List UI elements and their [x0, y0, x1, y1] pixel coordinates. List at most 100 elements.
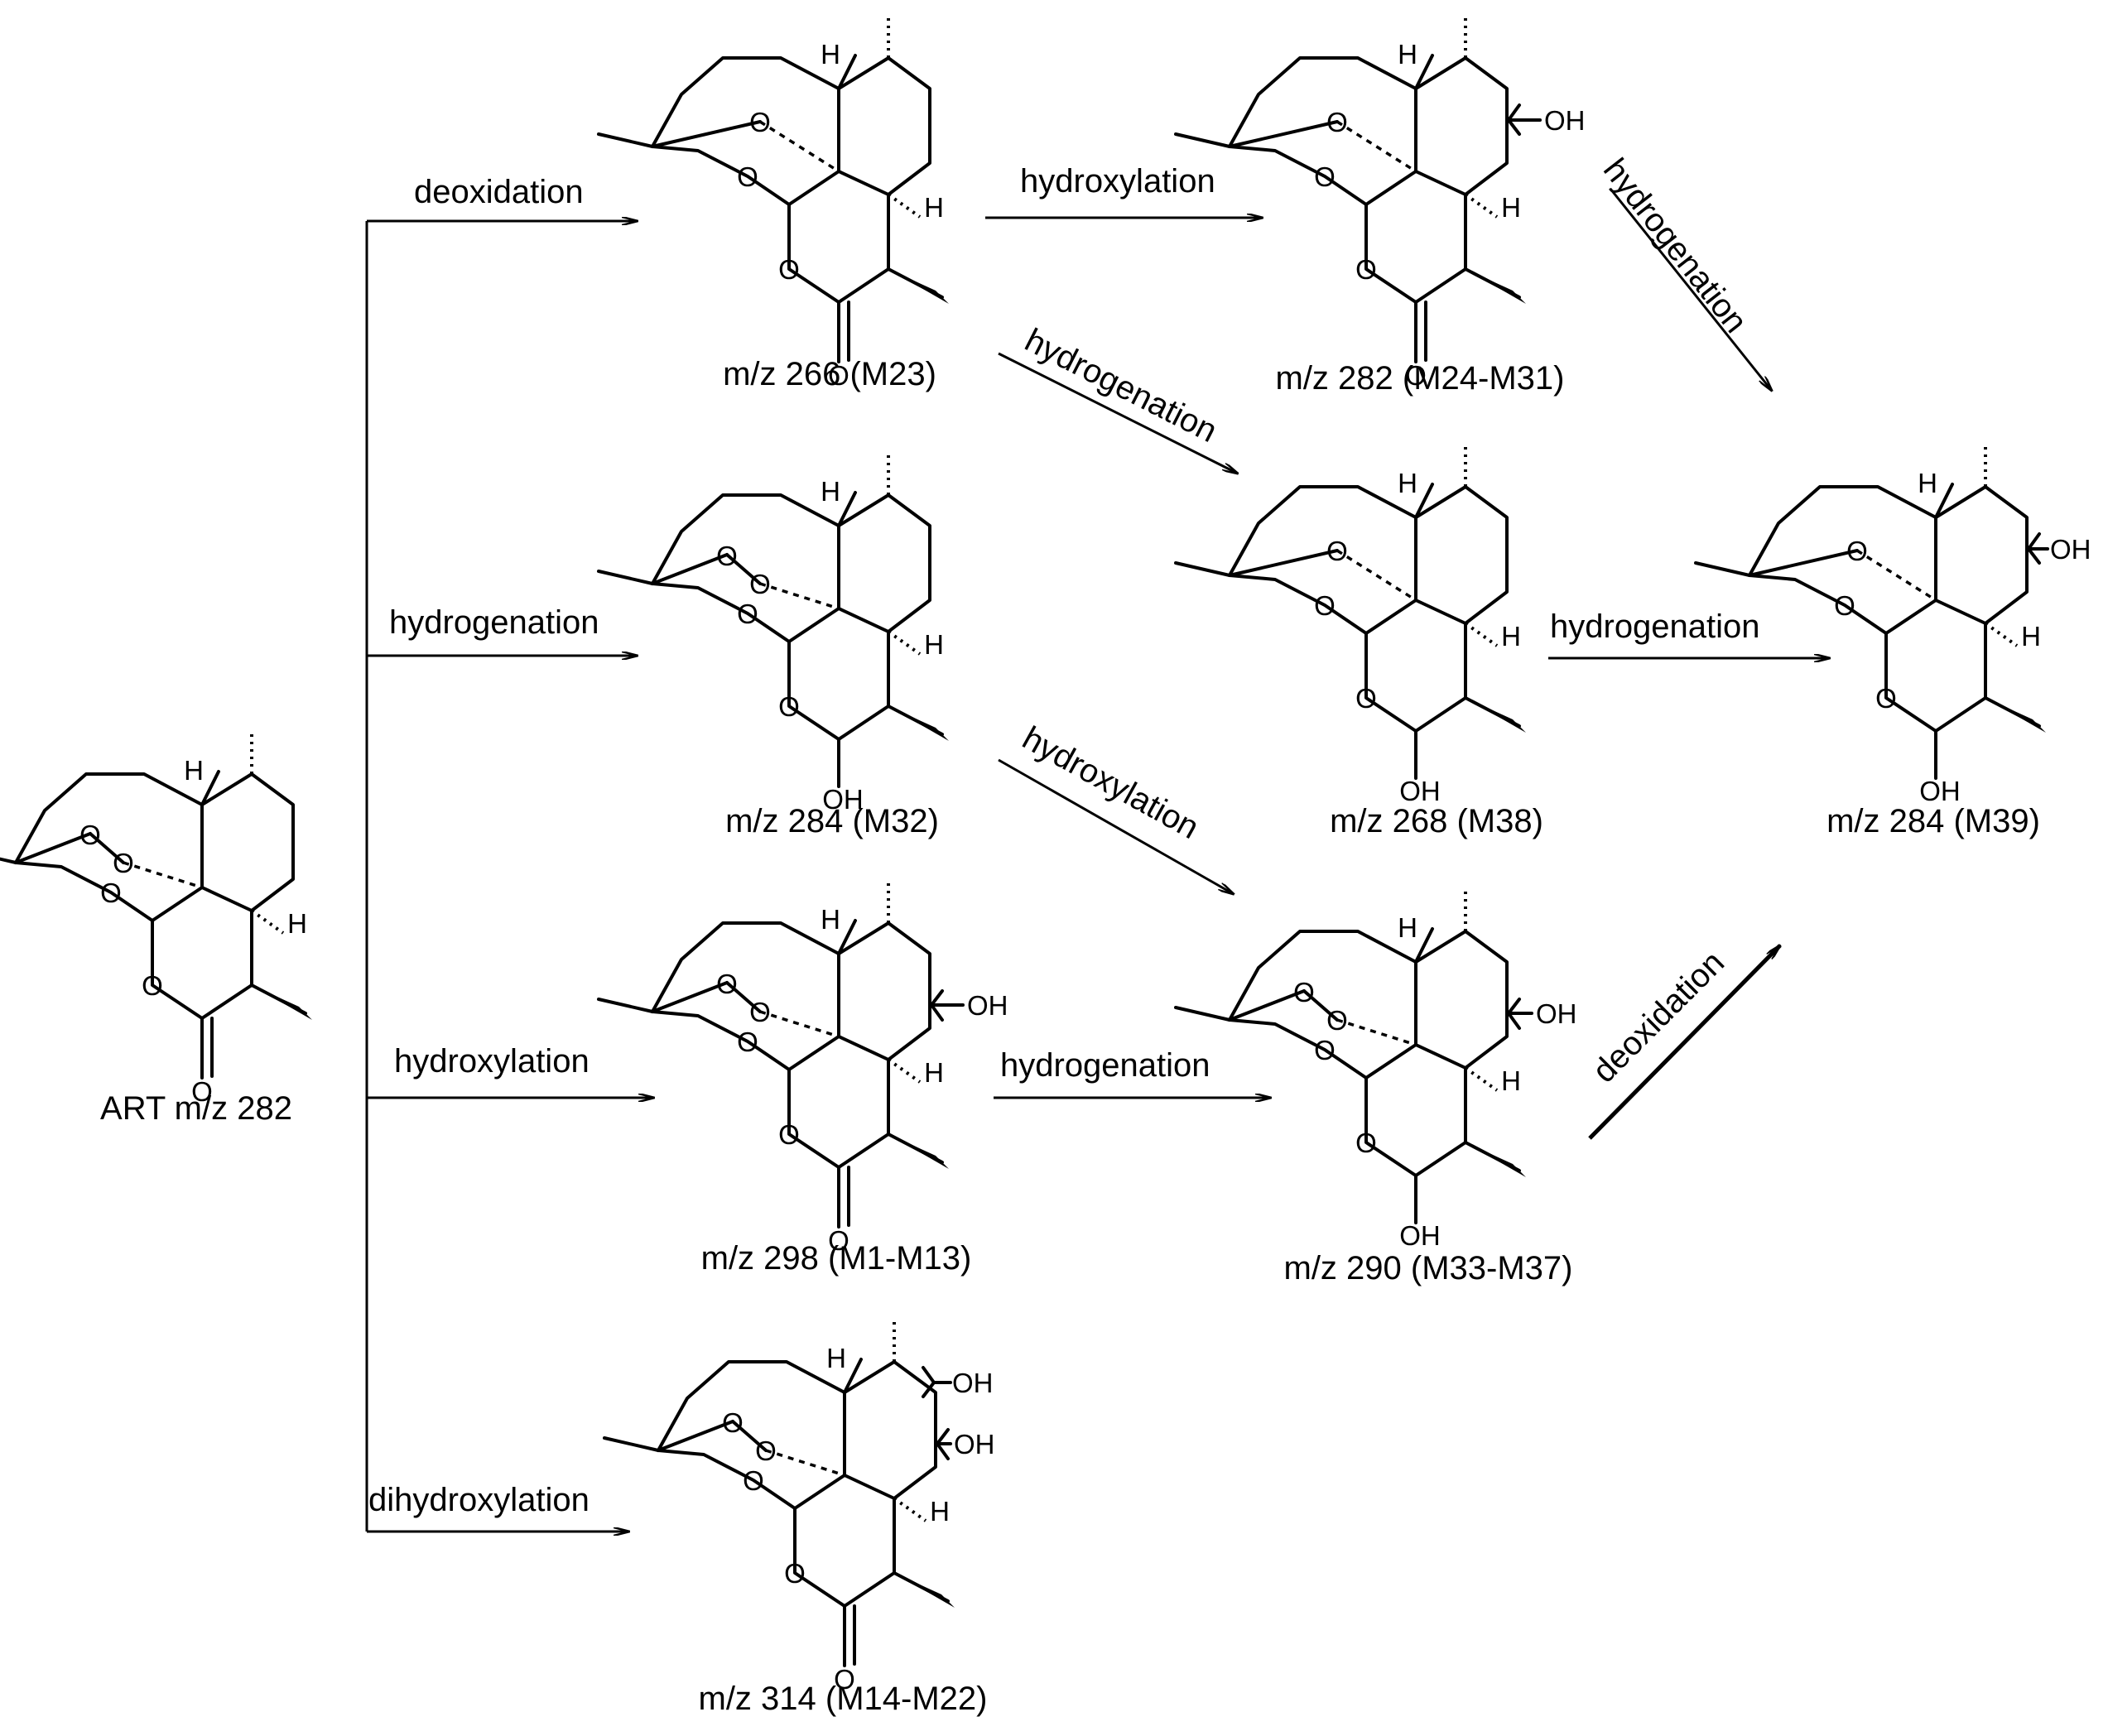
arrows	[365, 188, 1830, 1532]
arrow-m23-to-m38	[998, 352, 1238, 474]
compound-label-art: ART m/z 282	[100, 1090, 292, 1127]
atom-o: O	[142, 970, 163, 1001]
atom-o: O	[1326, 1005, 1348, 1036]
atom-o: O	[778, 691, 800, 722]
compound-label-m39: m/z 284 (M39)	[1826, 803, 2040, 839]
atom-h: H	[1398, 39, 1417, 70]
structure-m23: O O O O H H	[597, 17, 951, 391]
reaction-label: hydrogenation	[389, 604, 599, 641]
arrow-m24-to-m39	[1609, 188, 1772, 391]
atom-oh: OH	[952, 1368, 994, 1398]
atom-o: O	[722, 1407, 744, 1438]
atom-h: H	[821, 476, 840, 507]
atom-oh: OH	[1536, 998, 1577, 1029]
atom-h: H	[924, 1057, 944, 1088]
atom-oh: OH	[1399, 1220, 1441, 1251]
atom-o: O	[784, 1558, 806, 1589]
atom-h: H	[1501, 1065, 1521, 1096]
atom-o: O	[737, 1027, 758, 1057]
structure-m32: O O O O OH H H	[597, 454, 951, 815]
atom-o: O	[778, 1119, 800, 1150]
atom-h: H	[1398, 912, 1417, 943]
atom-o: O	[1405, 360, 1427, 391]
atom-o: O	[828, 1225, 849, 1256]
atom-o: O	[716, 969, 738, 999]
atom-o: O	[1326, 536, 1348, 566]
structure-m38: O O O OH H H	[1174, 445, 1528, 806]
atom-o: O	[755, 1435, 777, 1466]
atom-o: O	[828, 360, 849, 391]
atom-oh: OH	[954, 1429, 995, 1459]
compound-label-m33: m/z 290 (M33-M37)	[1284, 1250, 1573, 1286]
reaction-labels: deoxidation hydrogenation hydroxylation …	[368, 151, 1760, 1518]
arrow-m32-to-m33	[998, 758, 1234, 894]
atom-oh: OH	[967, 990, 1008, 1021]
atom-o: O	[1326, 107, 1348, 137]
atom-h: H	[924, 629, 944, 660]
atom-h: H	[1501, 192, 1521, 223]
structure-m39: OH O O O OH H H	[1694, 445, 2091, 806]
structure-m14: OH OH O O O O O H H	[603, 1320, 995, 1695]
compound-label-m23: m/z 266 (M23)	[723, 356, 936, 392]
atom-o: O	[113, 848, 134, 878]
atom-o: O	[100, 878, 122, 908]
atom-o: O	[191, 1076, 213, 1107]
structure-m1: OH O O O O O H H	[597, 882, 1008, 1256]
atom-h: H	[1918, 468, 1937, 498]
atom-o: O	[79, 820, 101, 850]
atom-h: H	[821, 904, 840, 935]
arrow-m33-to-m39	[1588, 945, 1782, 1140]
atom-h: H	[287, 908, 307, 939]
atom-o: O	[716, 541, 738, 571]
atom-oh: OH	[822, 784, 864, 815]
atom-oh: OH	[2050, 534, 2091, 565]
atom-h: H	[1398, 468, 1417, 498]
atom-h: H	[826, 1343, 846, 1373]
atom-o: O	[1314, 590, 1336, 621]
atom-h: H	[930, 1496, 950, 1527]
reaction-label: dihydroxylation	[368, 1482, 590, 1518]
compound-label-m32: m/z 284 (M32)	[725, 803, 939, 839]
structure-m24: OH O O O O H H	[1174, 17, 1586, 391]
atom-o: O	[737, 599, 758, 629]
compound-label-m24: m/z 282 (M24-M31)	[1276, 360, 1565, 397]
atom-o: O	[737, 161, 758, 192]
atom-o: O	[1293, 977, 1315, 1007]
reaction-label: hydrogenation	[1596, 151, 1754, 339]
reaction-label: hydroxylation	[394, 1043, 590, 1080]
atom-h: H	[2021, 621, 2041, 652]
compound-label-m1: m/z 298 (M1-M13)	[701, 1240, 972, 1277]
reaction-label: deoxidation	[414, 174, 584, 210]
atom-o: O	[1355, 683, 1377, 714]
atom-o: O	[778, 254, 800, 285]
atom-o: O	[1846, 536, 1868, 566]
atom-o: O	[1314, 1035, 1336, 1065]
atom-oh: OH	[1919, 776, 1961, 806]
atom-o: O	[1314, 161, 1336, 192]
atom-o: O	[1875, 683, 1897, 714]
atom-o: O	[749, 107, 771, 137]
atom-o: O	[749, 997, 771, 1027]
structure-art: O O O O O H H	[0, 733, 314, 1107]
atom-h: H	[184, 755, 204, 786]
atom-o: O	[834, 1664, 855, 1695]
reaction-label: hydroxylation	[1017, 719, 1205, 846]
compound-label-m38: m/z 268 (M38)	[1330, 803, 1543, 839]
structure-m33: OH O O O O OH H H	[1174, 890, 1577, 1251]
atom-h: H	[1501, 621, 1521, 652]
compound-label-m14: m/z 314 (M14-M22)	[699, 1681, 988, 1717]
atom-h: H	[821, 39, 840, 70]
reaction-label: hydrogenation	[1019, 322, 1223, 450]
atom-o: O	[743, 1465, 764, 1496]
atom-o: O	[1355, 1128, 1377, 1158]
reaction-label: hydrogenation	[1550, 608, 1760, 645]
atom-o: O	[1834, 590, 1855, 621]
atom-oh: OH	[1399, 776, 1441, 806]
reaction-label: hydrogenation	[1000, 1047, 1210, 1084]
atom-o: O	[749, 569, 771, 599]
atom-oh: OH	[1544, 105, 1586, 136]
atom-o: O	[1355, 254, 1377, 285]
atom-h: H	[924, 192, 944, 223]
reaction-label: hydroxylation	[1020, 163, 1215, 200]
